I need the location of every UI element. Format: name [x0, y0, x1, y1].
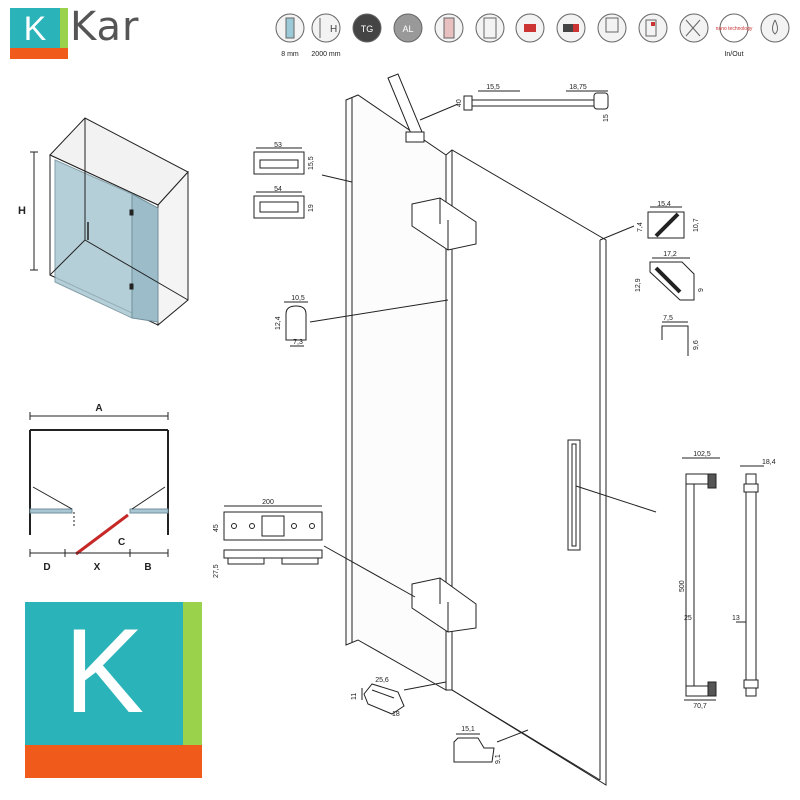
adjustable-icon — [597, 13, 627, 43]
brand-logo-small: K — [10, 8, 68, 59]
detail-handle — [682, 457, 764, 701]
nano-technology-label: nano technology — [716, 26, 753, 32]
feature-caption-nano: In/Out — [724, 51, 743, 58]
dim-handle-width: 102,5 — [693, 451, 711, 458]
glass-thickness-icon — [275, 13, 305, 43]
detail-right-seals — [647, 206, 695, 356]
svg-text:AL: AL — [402, 24, 413, 34]
dim-handle-side: 13 — [732, 615, 740, 622]
dim-bottom-profile-height: 19 — [308, 204, 315, 212]
detail-bottom-seal — [361, 683, 495, 763]
height-icon: H — [311, 13, 341, 43]
dim-handle-diameter: 25 — [684, 615, 692, 622]
dim-top-profile-width: 53 — [274, 142, 282, 149]
brand-logo-large: K — [25, 602, 202, 778]
dim-drip-width: 15,1 — [461, 726, 475, 733]
dim-arm-height: 40 — [456, 99, 463, 107]
mount-icon — [638, 13, 668, 43]
dim-bottom-seal-width: 25,6 — [375, 677, 389, 684]
easy-clean-icon — [679, 13, 709, 43]
svg-text:TG: TG — [361, 24, 374, 34]
dim-seal-angle-height: 12,9 — [635, 278, 642, 292]
dim-bottom-seal-height: 11 — [351, 693, 358, 700]
dim-seal-right-width: 15,4 — [657, 201, 671, 208]
plan-label-b: B — [144, 562, 151, 573]
plan-label-d: D — [43, 562, 50, 573]
shower-door-elevation — [309, 73, 657, 786]
nano-technology-icon: nano technology — [716, 13, 753, 43]
brand-logo-large-letter: K — [64, 604, 144, 738]
feature-caption-thickness: 8 mm — [281, 51, 299, 58]
dim-small-profile-height: 9,6 — [693, 340, 700, 350]
pivot-door-icon — [475, 13, 505, 43]
perspective-view — [30, 117, 189, 327]
dim-drip-height: 9,1 — [495, 754, 502, 764]
plan-label-a: A — [95, 403, 102, 414]
dim-bottom-profile-width: 54 — [274, 186, 282, 193]
dim-hinge-depth: 27,5 — [213, 564, 220, 578]
dim-gasket-width: 10,5 — [291, 295, 305, 302]
bidirectional-icon — [515, 13, 545, 43]
svg-text:H: H — [330, 24, 337, 35]
aluminium-icon: AL — [393, 13, 423, 43]
dim-bottom-seal-side: 18 — [392, 711, 400, 718]
detail-gasket — [284, 301, 308, 347]
height-label: H — [18, 205, 26, 217]
dim-handle-depth: 18,4 — [762, 459, 776, 466]
reversible-icon — [556, 13, 586, 43]
detail-hinge — [223, 505, 323, 565]
dim-small-profile-width: 7,5 — [663, 315, 673, 322]
dim-top-profile-height: 15,5 — [308, 156, 315, 170]
dim-seal-right-offset: 7,4 — [637, 222, 644, 232]
dim-seal-angle-width: 17,2 — [663, 251, 677, 258]
feature-icons: 8 mm H 2000 mm TG AL — [275, 13, 790, 58]
plan-view — [29, 412, 169, 557]
magnetic-seal-icon — [434, 13, 464, 43]
brand-logo-letter: K — [24, 10, 47, 48]
dim-gasket-base: 7,3 — [293, 339, 303, 346]
dim-arm-length: 18,75 — [569, 84, 587, 91]
feature-caption-height: 2000 mm — [311, 51, 340, 58]
dim-arm-end: 15 — [603, 114, 610, 122]
detail-top-profiles — [253, 147, 305, 219]
dim-handle-length: 500 — [679, 580, 686, 592]
plan-label-c: C — [118, 537, 125, 548]
brand-name: Kar — [70, 4, 140, 50]
dim-arm-width: 15,5 — [486, 84, 500, 91]
tempered-glass-icon: TG — [352, 13, 382, 43]
detail-support-arm — [463, 90, 609, 111]
dim-handle-base: 70,7 — [693, 703, 707, 710]
plan-label-x: X — [94, 562, 101, 573]
water-drop-icon — [760, 13, 790, 43]
dim-hinge-height: 45 — [213, 524, 220, 532]
dim-hinge-width: 200 — [262, 499, 274, 506]
dim-seal-angle-side: 9 — [698, 288, 705, 292]
dim-gasket-height: 12,4 — [275, 316, 282, 330]
dim-seal-right-height: 10,7 — [693, 218, 700, 232]
